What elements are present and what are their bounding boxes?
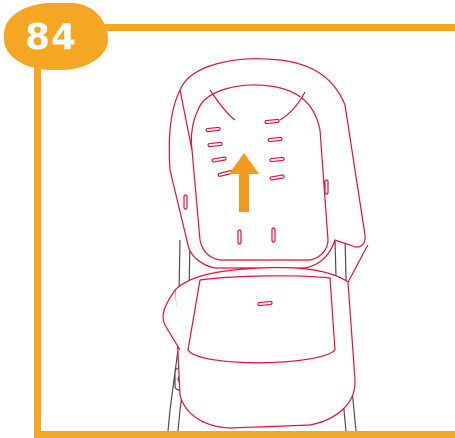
step-badge: 84 — [4, 3, 108, 70]
frame-top-border — [90, 24, 455, 31]
frame-left-border — [34, 60, 41, 438]
seat-liner — [163, 59, 368, 428]
step-number: 84 — [25, 17, 77, 58]
frame-bottom-border — [34, 431, 455, 438]
stroller-seat-illustration — [140, 50, 380, 431]
